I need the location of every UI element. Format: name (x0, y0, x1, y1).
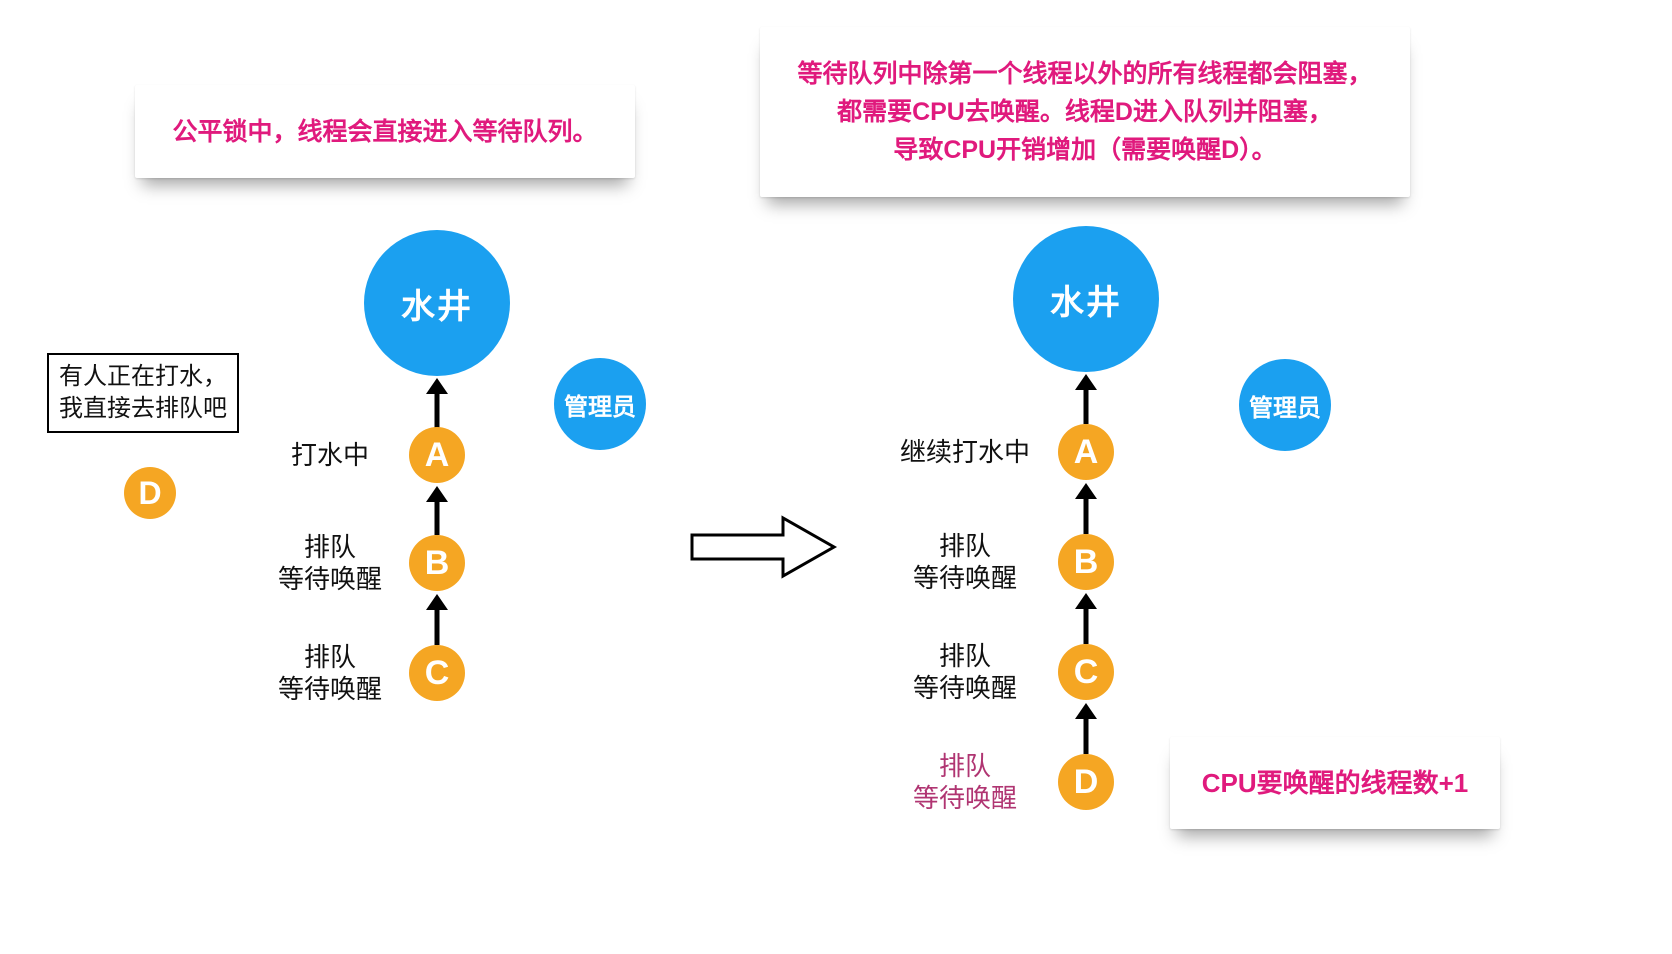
arrow-head-icon (1075, 593, 1097, 609)
note-fair-lock-text: 公平锁中，线程会直接进入等待队列。 (172, 117, 598, 146)
note-wait-queue-line2: 都需要CPU去唤醒。线程D进入队列并阻塞， (837, 98, 1333, 126)
thread-status-d-right: 排队 等待唤醒 (885, 750, 1045, 814)
arrow-c-to-b-left (426, 594, 448, 645)
status-line: 等待唤醒 (277, 564, 382, 594)
thread-d-speech-line2: 我直接去排队吧 (59, 395, 227, 422)
arrow-stem (1083, 387, 1089, 424)
arrow-a-to-well-left (426, 378, 448, 428)
note-wait-queue: 等待队列中除第一个线程以外的所有线程都会阻塞， 都需要CPU去唤醒。线程D进入队… (760, 27, 1410, 197)
arrow-b-to-a-right (1075, 483, 1097, 534)
arrow-head-icon (426, 594, 448, 610)
arrow-stem (434, 391, 440, 428)
status-line: 排队 (938, 751, 991, 781)
arrow-b-to-a-left (426, 486, 448, 535)
thread-circle-b-right: B (1058, 534, 1114, 590)
thread-d-speech-line1: 有人正在打水， (59, 363, 227, 390)
well-circle-right: 水井 (1013, 226, 1159, 372)
thread-d-speech-box: 有人正在打水， 我直接去排队吧 (47, 353, 239, 433)
status-line: 打水中 (290, 440, 369, 470)
arrow-stem (1083, 716, 1089, 754)
thread-circle-d-outside: D (124, 467, 176, 519)
admin-circle-left: 管理员 (554, 358, 646, 450)
status-line: 等待唤醒 (912, 563, 1017, 593)
thread-status-c-left: 排队 等待唤醒 (250, 641, 410, 705)
arrow-stem (434, 499, 440, 535)
note-fair-lock: 公平锁中，线程会直接进入等待队列。 (135, 85, 635, 178)
thread-status-b-right: 排队 等待唤醒 (885, 530, 1045, 594)
note-cpu-wakeup: CPU要唤醒的线程数+1 (1170, 737, 1500, 829)
thread-circle-d-right: D (1058, 754, 1114, 810)
arrow-a-to-well-right (1075, 374, 1097, 424)
arrow-head-icon (1075, 374, 1097, 390)
status-line: 排队 (938, 531, 991, 561)
thread-circle-c-left: C (409, 645, 465, 701)
transition-arrow-icon (690, 514, 838, 585)
note-cpu-wakeup-text: CPU要唤醒的线程数+1 (1201, 768, 1469, 798)
arrow-head-icon (1075, 483, 1097, 499)
status-line: 排队 (303, 642, 356, 672)
well-circle-left: 水井 (364, 230, 510, 376)
admin-circle-right: 管理员 (1239, 359, 1331, 451)
status-line: 继续打水中 (899, 437, 1030, 467)
status-line: 等待唤醒 (912, 783, 1017, 813)
arrow-head-icon (426, 378, 448, 394)
note-wait-queue-line3: 导致CPU开销增加（需要唤醒D）。 (893, 136, 1277, 164)
thread-status-a-left: 打水中 (250, 440, 410, 470)
arrow-c-to-b-right (1075, 593, 1097, 644)
status-line: 排队 (938, 641, 991, 671)
arrow-head-icon (1075, 703, 1097, 719)
status-line: 等待唤醒 (277, 674, 382, 704)
thread-status-a-right: 继续打水中 (880, 437, 1050, 467)
status-line: 排队 (303, 532, 356, 562)
status-line: 等待唤醒 (912, 673, 1017, 703)
note-wait-queue-line1: 等待队列中除第一个线程以外的所有线程都会阻塞， (797, 60, 1373, 88)
thread-status-b-left: 排队 等待唤醒 (250, 531, 410, 595)
thread-circle-a-left: A (409, 427, 465, 483)
arrow-d-to-c-right (1075, 703, 1097, 754)
thread-circle-c-right: C (1058, 644, 1114, 700)
arrow-stem (1083, 496, 1089, 534)
arrow-stem (1083, 606, 1089, 644)
thread-circle-b-left: B (409, 535, 465, 591)
thread-circle-a-right: A (1058, 424, 1114, 480)
arrow-stem (434, 607, 440, 645)
thread-status-c-right: 排队 等待唤醒 (885, 640, 1045, 704)
arrow-head-icon (426, 486, 448, 502)
